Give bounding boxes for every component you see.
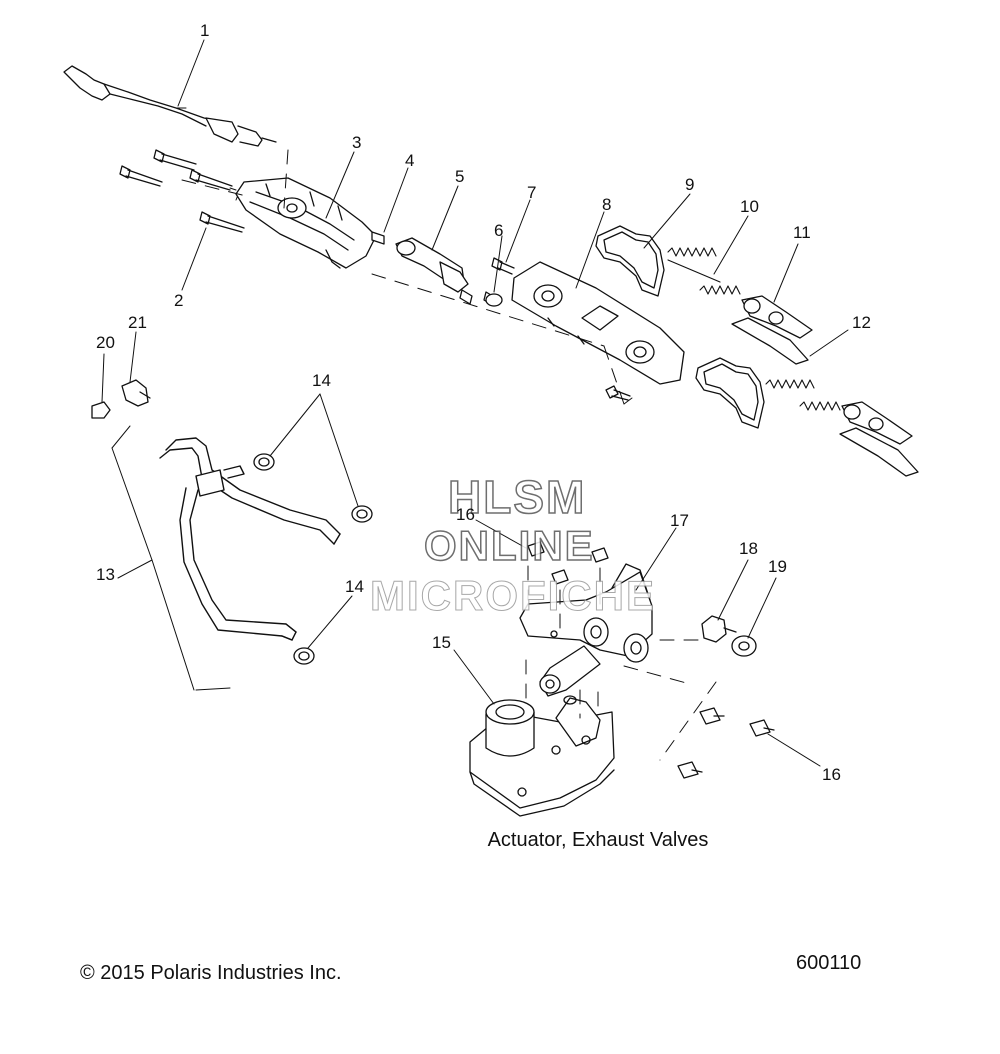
leader-lines <box>101 39 849 767</box>
callout-2: 2 <box>174 291 184 310</box>
callout-14b: 14 <box>345 577 364 596</box>
callout-6: 6 <box>494 221 504 240</box>
bolts-part <box>119 149 245 233</box>
screw-part <box>527 541 775 779</box>
housing-part <box>235 177 377 269</box>
callout-7: 7 <box>527 183 537 202</box>
callout-13: 13 <box>96 565 115 584</box>
fasteners-part <box>459 257 515 307</box>
callout-3: 3 <box>352 133 362 152</box>
callout-17: 17 <box>670 511 689 530</box>
alignment-lines <box>181 149 717 761</box>
actuator-bracket-part <box>519 563 653 697</box>
hose-clamp-part <box>253 453 373 665</box>
callout-9: 9 <box>685 175 695 194</box>
watermark-line-3: MICROFICHE <box>370 572 656 620</box>
diagram-caption: Actuator, Exhaust Valves <box>487 829 709 851</box>
plate-bolt-part <box>605 385 631 401</box>
watermark-line-1: HLSM <box>447 470 587 524</box>
callout-10: 10 <box>740 197 759 216</box>
drawing-number: 600110 <box>796 952 862 974</box>
valve-plate-part <box>511 261 685 385</box>
callout-19: 19 <box>768 557 787 576</box>
hose-part <box>159 437 341 641</box>
bushing-part <box>731 635 757 657</box>
callout-14a: 14 <box>312 371 331 390</box>
callout-18: 18 <box>739 539 758 558</box>
callout-4: 4 <box>405 151 415 170</box>
valve-flap-part <box>731 295 919 477</box>
callout-5: 5 <box>455 167 465 186</box>
bracket-fastener-part <box>91 379 151 419</box>
callout-11: 11 <box>793 223 811 242</box>
watermark-line-2: ONLINE <box>423 521 595 570</box>
copyright-notice: © 2015 Polaris Industries Inc. <box>80 962 342 984</box>
callout-12: 12 <box>852 313 871 332</box>
callout-21: 21 <box>128 313 147 332</box>
link-arm-part <box>395 237 469 293</box>
gasket-part <box>595 225 765 429</box>
spring-part <box>667 247 841 411</box>
callout-16a: 16 <box>456 505 475 524</box>
nut-part <box>701 615 737 643</box>
callout-1: 1 <box>200 21 210 40</box>
callout-8: 8 <box>602 195 612 214</box>
callout-20: 20 <box>96 333 115 352</box>
callout-15: 15 <box>432 633 451 652</box>
actuator-motor-part <box>469 695 615 817</box>
pin-part <box>371 231 385 245</box>
callout-16b: 16 <box>822 765 841 784</box>
cable-assembly-part <box>63 65 277 147</box>
